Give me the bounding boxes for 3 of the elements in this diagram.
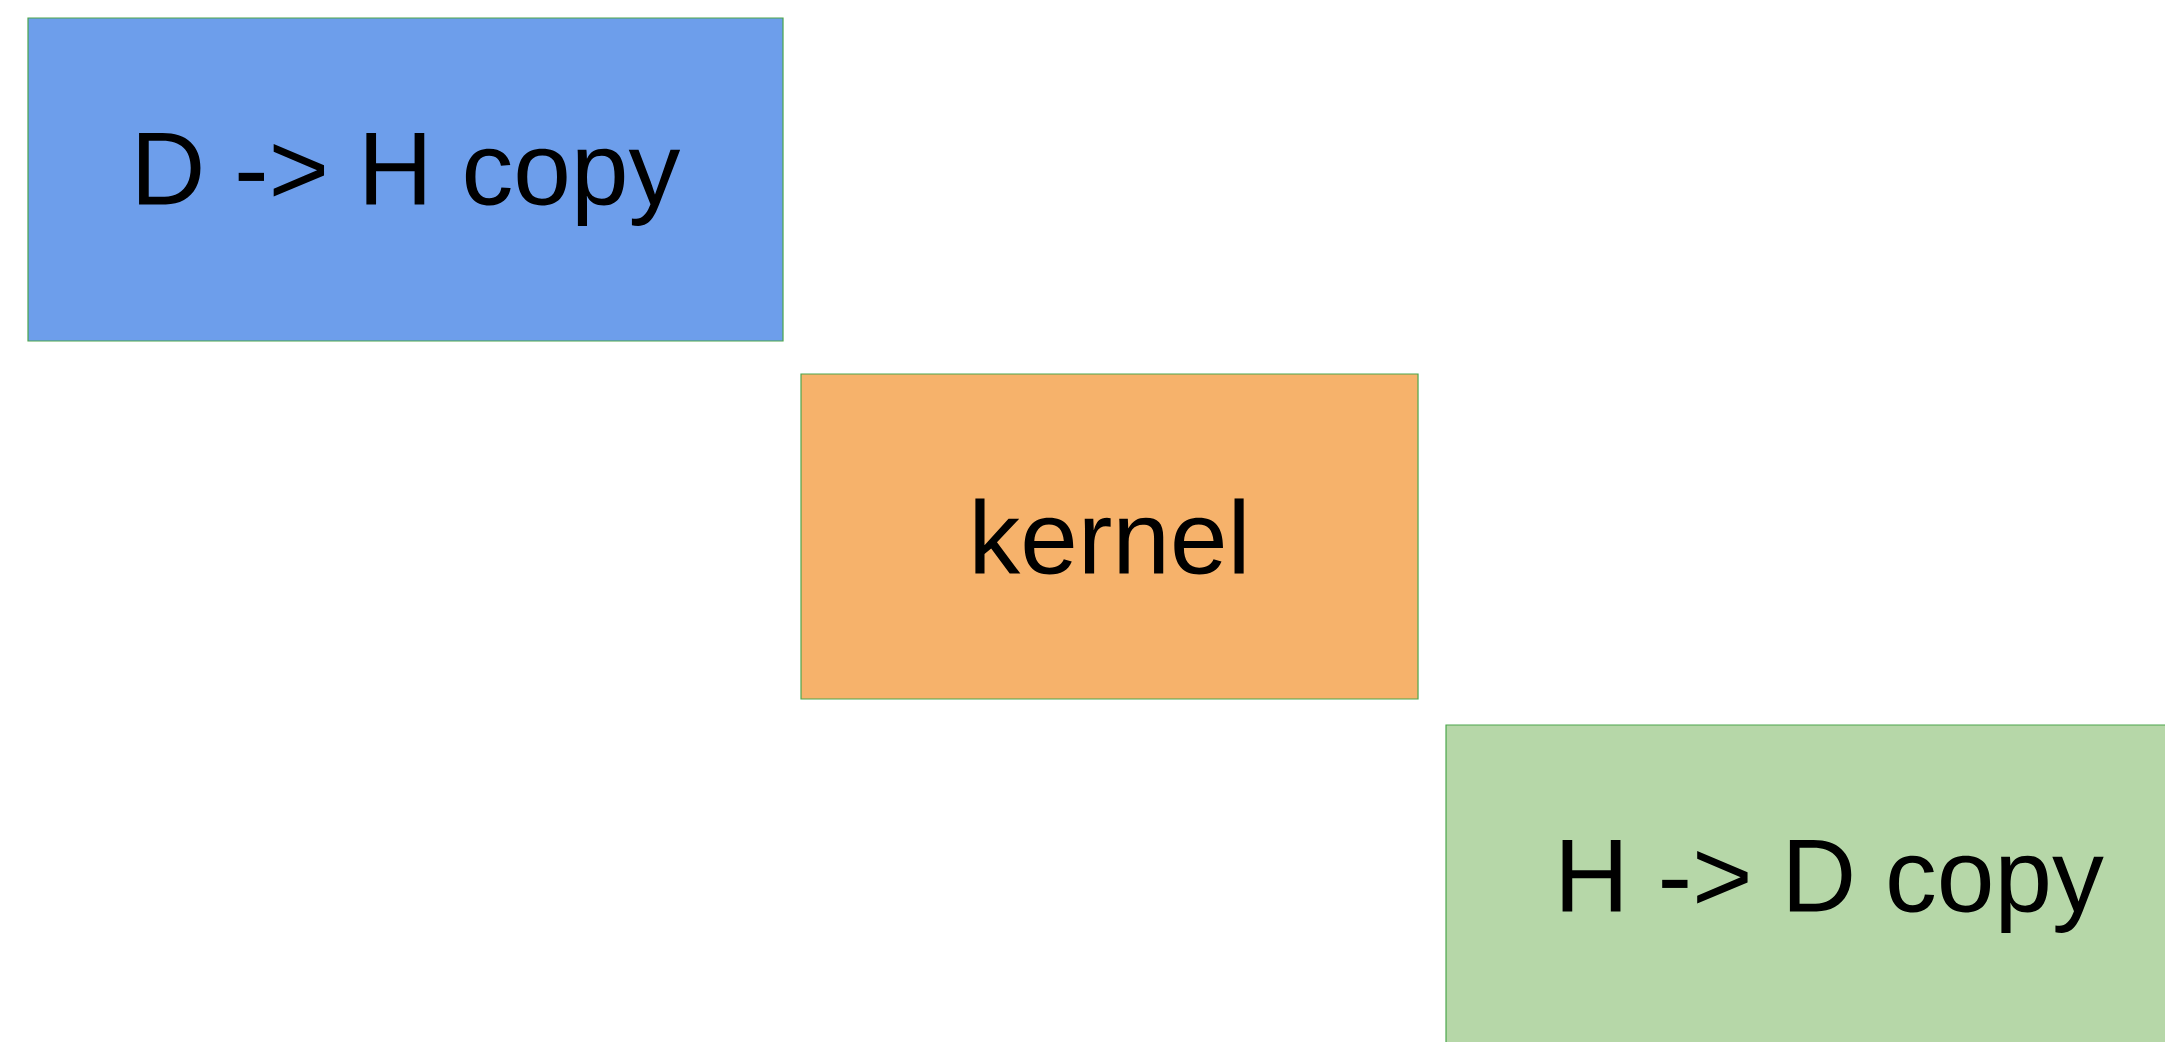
process-box: D -> H copy: [27, 17, 784, 342]
process-box: kernel: [800, 373, 1419, 700]
process-box: H -> D copy: [1445, 724, 2165, 1042]
